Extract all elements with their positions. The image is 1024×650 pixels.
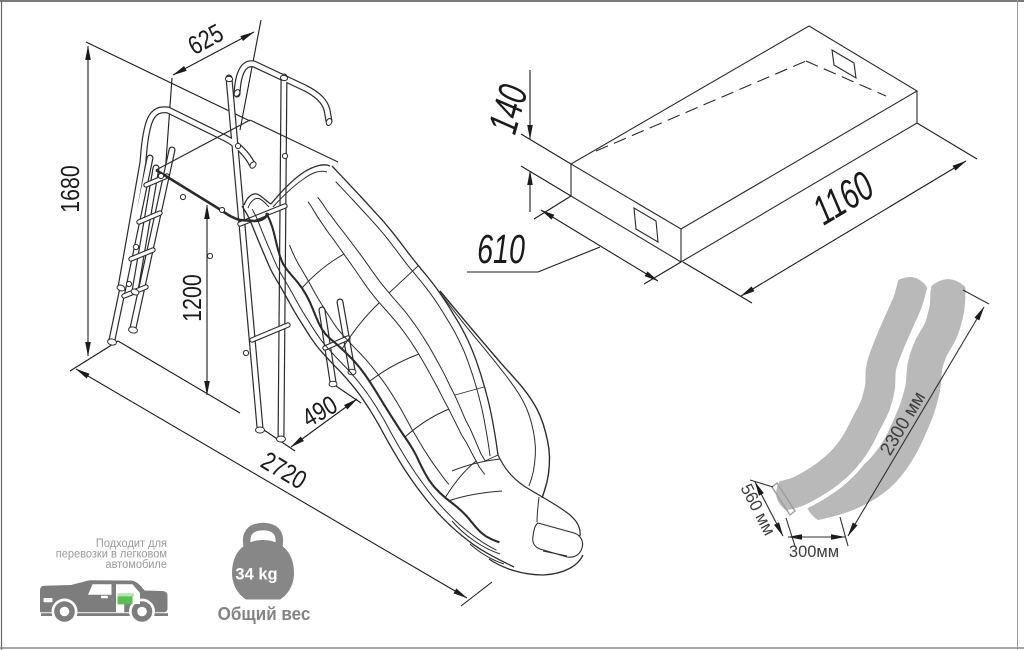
svg-text:2720: 2720 <box>256 446 312 496</box>
svg-text:610: 610 <box>477 227 525 272</box>
svg-text:1200: 1200 <box>178 274 208 321</box>
svg-text:Подходит для: Подходит для <box>96 538 167 550</box>
svg-text:Общий вес: Общий вес <box>218 603 311 624</box>
svg-text:625: 625 <box>183 18 228 61</box>
svg-text:автомобиле: автомобиле <box>105 559 167 571</box>
svg-text:140: 140 <box>480 80 537 139</box>
svg-text:1160: 1160 <box>805 163 881 234</box>
svg-text:1680: 1680 <box>56 165 86 212</box>
svg-text:перевозки в легковом: перевозки в легковом <box>56 548 167 560</box>
svg-text:490: 490 <box>297 390 343 433</box>
svg-text:34 kg: 34 kg <box>235 566 277 584</box>
svg-text:300мм: 300мм <box>789 543 839 561</box>
